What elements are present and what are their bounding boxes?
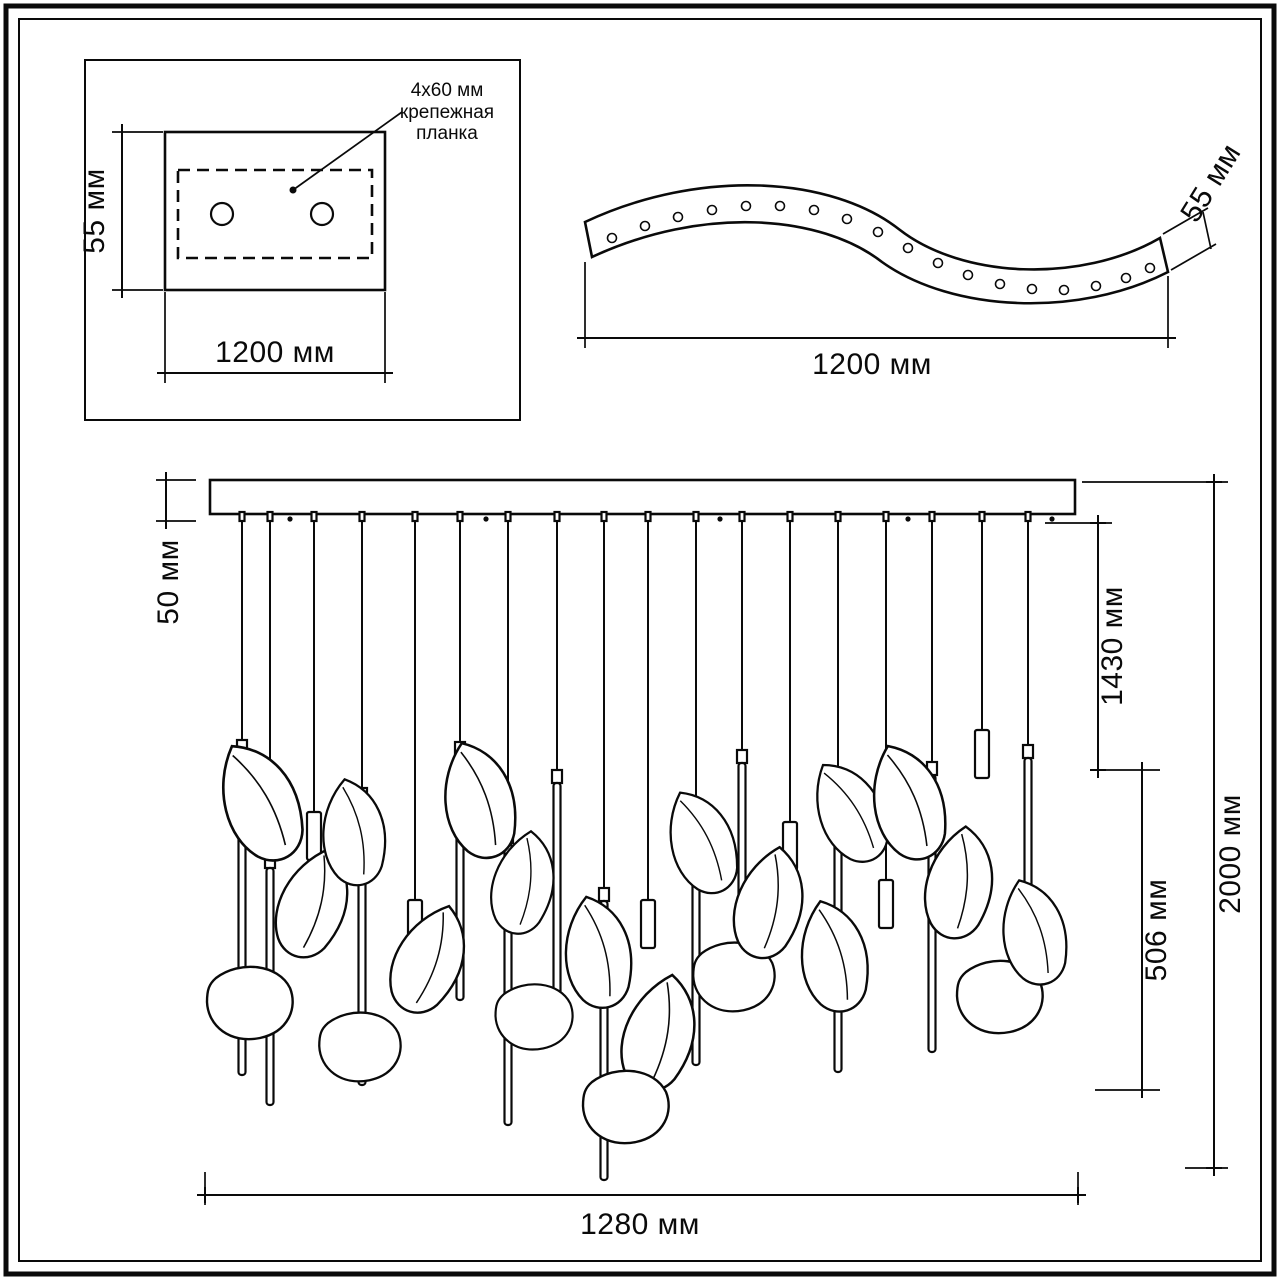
pendant-drop — [781, 510, 799, 872]
leaf-shape — [651, 779, 752, 904]
screw-hole-left — [209, 201, 235, 227]
leaf-shape — [788, 892, 879, 1019]
callout-leader-line — [292, 111, 403, 191]
callout-text-line3: планка — [416, 123, 478, 144]
bar-height-dimension: 50 мм — [152, 472, 196, 625]
pendant-drop — [877, 510, 895, 930]
pendant-drop — [305, 510, 323, 862]
stone-shape — [205, 965, 294, 1041]
canopy-outline — [583, 183, 1170, 305]
pendant-drop — [550, 510, 564, 1027]
stone-shape — [494, 983, 574, 1051]
canopy-height-label: 55 мм — [1174, 138, 1247, 228]
canopy-panel: 55 мм 1200 мм — [577, 138, 1248, 381]
bar-height-label: 50 мм — [152, 539, 185, 624]
fixture-width-dimension: 1280 мм — [197, 1172, 1086, 1241]
canopy-width-dimension: 1200 мм — [577, 262, 1176, 381]
callout-text-line2: крепежная — [400, 102, 494, 123]
wire-drop-label: 1430 мм — [1096, 586, 1129, 706]
plate-height-dimension: 55 мм — [78, 124, 163, 298]
ceiling-bar — [208, 478, 1077, 516]
lamp-section-dimension: 506 мм — [1095, 762, 1173, 1098]
callout-text-line1: 4x60 мм — [411, 80, 484, 101]
chandelier-view: 50 мм 1430 мм 506 мм 2000 мм — [152, 472, 1247, 1241]
stone-shape — [581, 1069, 670, 1145]
pendant-drop — [639, 510, 657, 950]
plate-height-label: 55 мм — [78, 168, 111, 253]
mounting-plate-panel: 4x60 мм крепежная планка 55 мм 1200 мм — [78, 59, 521, 421]
pendant-drop — [406, 510, 424, 950]
pendant-drop — [973, 510, 991, 780]
leaf-shape — [199, 729, 320, 875]
bar-attachment-dots — [287, 516, 1055, 522]
fixture-width-label: 1280 мм — [580, 1208, 700, 1241]
screw-hole-right — [309, 201, 335, 227]
total-height-label: 2000 мм — [1214, 794, 1247, 914]
decor-elements — [199, 729, 1078, 1145]
mounting-plate-outline — [163, 130, 387, 292]
canopy-width-label: 1200 мм — [812, 348, 932, 381]
canopy-holes — [606, 200, 1156, 296]
total-height-dimension: 2000 мм — [1082, 474, 1247, 1176]
inner-frame — [18, 18, 1262, 1262]
plate-width-label: 1200 мм — [215, 336, 335, 369]
panel-border — [84, 59, 521, 421]
leaf-shape — [554, 889, 641, 1015]
canopy-height-dimension: 55 мм — [1162, 138, 1248, 271]
plate-width-dimension: 1200 мм — [157, 292, 393, 383]
stone-shape — [318, 1011, 402, 1083]
leaf-shape — [376, 893, 482, 1025]
mounting-bracket-dashed-outline — [176, 168, 374, 260]
outer-frame — [3, 3, 1277, 1277]
wire-drop-dimension: 1430 мм — [1045, 515, 1129, 778]
lamp-section-label: 506 мм — [1140, 879, 1173, 982]
